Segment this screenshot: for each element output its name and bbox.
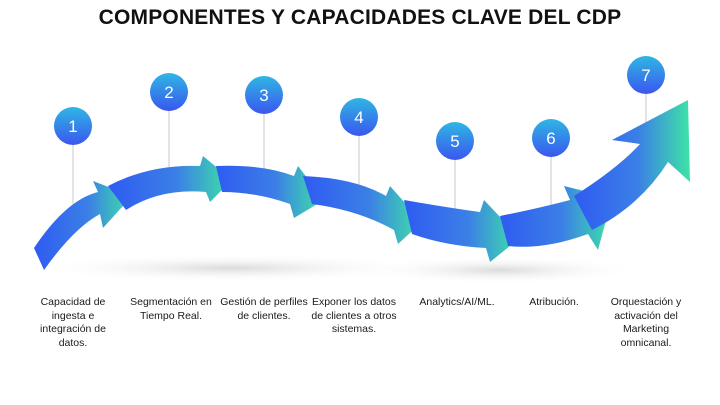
step-number-2: 2	[164, 83, 173, 102]
step-number-4: 4	[354, 108, 363, 127]
step-label-5: Analytics/AI/ML.	[419, 296, 495, 308]
arrow-segment-7	[574, 100, 690, 230]
arrow-segment-2	[108, 156, 232, 210]
step-circle-1-shape	[54, 107, 92, 145]
floor-shadow-right	[360, 256, 640, 284]
step-label-2: Segmentación en Tiempo Real.	[130, 296, 212, 322]
step-circle-1: 1	[54, 107, 92, 145]
step-circle-2-shape	[150, 73, 188, 111]
arrow-segment-1	[34, 181, 132, 270]
step-number-1: 1	[68, 117, 77, 136]
step-circle-6-shape	[532, 119, 570, 157]
step-circle-3: 3	[245, 76, 283, 114]
step-number-5: 5	[450, 132, 459, 151]
arrow-segment-5	[404, 200, 520, 262]
arrow-segment-4	[303, 176, 422, 244]
floor-shadow-left	[30, 254, 430, 282]
step-label-6: Atribución.	[529, 296, 579, 308]
step-circle-5-shape	[436, 122, 474, 160]
step-circle-6: 6	[532, 119, 570, 157]
step-circle-4-shape	[340, 98, 378, 136]
step-circle-7: 7	[627, 56, 665, 94]
step-circle-5: 5	[436, 122, 474, 160]
step-number-7: 7	[641, 66, 650, 85]
slide-title: COMPONENTES Y CAPACIDADES CLAVE DEL CDP	[98, 6, 622, 29]
step-label-1: Capacidad de ingesta e integración de da…	[40, 296, 106, 349]
step-label-7: Orquestación y activación del Marketing …	[610, 296, 682, 349]
step-circles: 1 2 3 4 5 6 7	[54, 56, 665, 160]
step-circle-4: 4	[340, 98, 378, 136]
step-circle-7-shape	[627, 56, 665, 94]
step-circle-3-shape	[245, 76, 283, 114]
step-label-3: Gestión de perfiles de clientes.	[220, 296, 308, 322]
arrow-segments	[34, 100, 690, 270]
step-number-3: 3	[259, 86, 268, 105]
arrow-segment-3	[216, 165, 324, 218]
step-number-6: 6	[546, 129, 555, 148]
step-circle-2: 2	[150, 73, 188, 111]
step-label-4: Exponer los datos de clientes a otros si…	[311, 296, 397, 335]
